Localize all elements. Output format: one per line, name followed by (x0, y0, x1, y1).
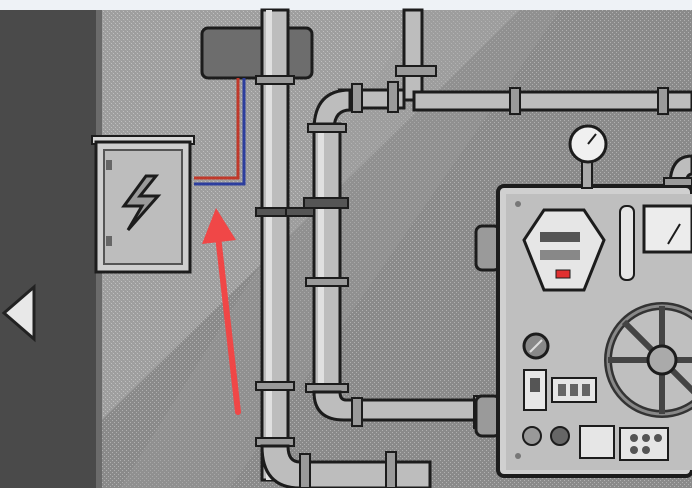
left-wall-shadow (0, 10, 100, 488)
bottom-pipe (260, 444, 432, 488)
wires (194, 78, 246, 186)
top-strip (0, 0, 692, 10)
lightning-bolt-icon (121, 174, 162, 231)
triangle-left-icon[interactable] (1, 283, 36, 343)
pipe-clamp (285, 207, 315, 217)
red-indicator-icon (555, 269, 571, 279)
electrical-box[interactable] (91, 135, 195, 274)
secondary-pipe (303, 88, 492, 429)
upper-pipe (337, 8, 692, 115)
main-vertical-pipe (255, 8, 295, 482)
control-panel[interactable] (474, 124, 692, 478)
junction-box (200, 26, 314, 80)
round-button[interactable] (550, 426, 570, 446)
valve-wheel-icon[interactable] (604, 302, 692, 418)
red-arrow-up-icon (215, 233, 241, 415)
hint-arrow (202, 208, 241, 415)
back-arrow-button[interactable] (1, 283, 36, 343)
round-button[interactable] (522, 426, 542, 446)
analog-meter-icon (642, 204, 692, 254)
